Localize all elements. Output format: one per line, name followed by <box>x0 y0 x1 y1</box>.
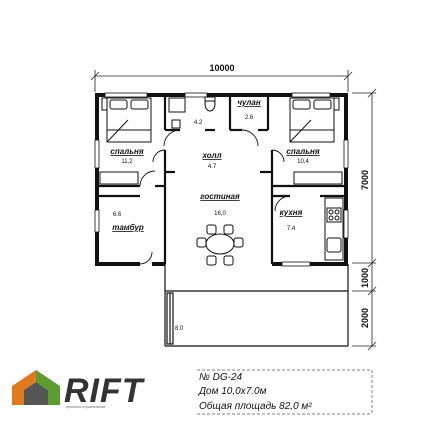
dim-right-bottom: 2000 <box>360 308 370 328</box>
pantry-area: 2.6 <box>245 115 254 121</box>
caption-number: № DG-24 <box>199 372 243 383</box>
vestibule-name: тамбур <box>112 223 144 232</box>
top-dimension <box>90 70 353 92</box>
living-name: гостиная <box>200 192 240 201</box>
caption-house: Дом 10,0х7.0м <box>198 386 267 397</box>
bedroom-right-area: 10,4 <box>297 159 309 165</box>
terrace-area: 8.0 <box>175 326 184 332</box>
bedroom-left-area: 11,2 <box>121 159 133 165</box>
caption-area: Общая площадь 82,0 м² <box>199 400 312 412</box>
logo-word: RIFT <box>64 372 146 410</box>
bath-area: 4.2 <box>194 120 203 126</box>
rift-logo: RIFT проектно-строительная <box>12 370 146 410</box>
dim-total-width: 10000 <box>209 63 234 73</box>
kitchen-area: 7.4 <box>287 226 296 232</box>
bed-right <box>289 97 340 143</box>
hall-area: 4.7 <box>208 164 217 170</box>
vestibule-area: 6.6 <box>113 212 122 218</box>
caption-box: № DG-24 Дом 10,0х7.0м Общая площадь 82,0… <box>197 369 373 415</box>
built-ins <box>99 171 343 185</box>
living-area: 16,0 <box>214 211 226 217</box>
dim-right-mid: 1000 <box>360 268 370 288</box>
dining-set <box>196 224 244 266</box>
windows <box>94 92 349 267</box>
hall-name: холл <box>201 151 221 160</box>
doors <box>139 129 291 265</box>
kitchen-fixtures <box>324 197 344 261</box>
bathroom-fixtures <box>168 96 216 129</box>
terrace <box>164 264 349 347</box>
bedroom-left-name: спальня <box>110 147 143 156</box>
logo-house-icon <box>12 370 60 405</box>
right-dimensions <box>352 88 377 351</box>
kitchen-name: кухня <box>280 208 303 217</box>
dim-right-depth: 7000 <box>360 170 370 190</box>
bed-left <box>101 97 152 143</box>
logo-tagline: проектно-строительная <box>66 405 105 409</box>
pantry-name: чулан <box>237 98 261 107</box>
bedroom-right-name: спальня <box>286 147 319 156</box>
interior-walls <box>95 95 346 264</box>
